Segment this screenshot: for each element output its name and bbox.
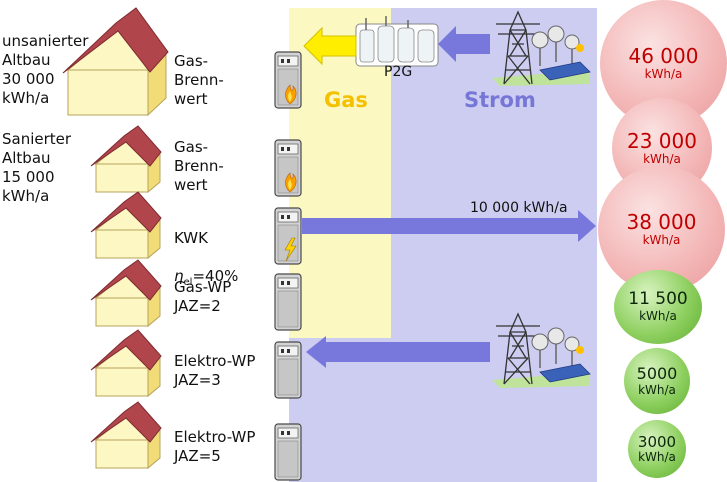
consumption-bubble-6: 3000 kWh/a [628, 420, 686, 478]
house-icon-1 [62, 7, 169, 117]
consumption-value-2: 23 000 [627, 128, 697, 153]
efficiency-symbol: η [174, 267, 184, 285]
chp-unit-icon [274, 207, 302, 265]
consumption-value-6: 3000 [637, 432, 677, 451]
consumption-unit-2: kWh/a [643, 151, 681, 166]
house-icon-6 [90, 401, 162, 470]
strom-band-title: Strom [464, 88, 536, 112]
gas-heat-pump-icon [274, 273, 302, 331]
system-label-2: Gas- Brenn- wert [174, 138, 224, 194]
gas-boiler-icon-1 [274, 51, 302, 109]
system-label-6: Elektro-WP JAZ=5 [174, 428, 256, 465]
consumption-unit-5: kWh/a [638, 382, 676, 397]
power-grid-icon-2 [492, 312, 591, 388]
system-label-5: Elektro-WP JAZ=3 [174, 352, 256, 389]
consumption-value-5: 5000 [636, 364, 678, 383]
efficiency-value: =40% [192, 267, 239, 285]
electric-heat-pump-icon-1 [274, 341, 302, 399]
gas-boiler-icon-2 [274, 139, 302, 197]
consumption-unit-4: kWh/a [639, 309, 677, 324]
consumption-value-1: 46 000 [628, 44, 699, 69]
building-label-1: unsanierter Altbau 30 000 kWh/a [2, 32, 89, 107]
consumption-bubble-5: 5000 kWh/a [624, 348, 690, 414]
strom-to-p2g-arrow [438, 26, 490, 62]
consumption-unit-6: kWh/a [638, 450, 676, 465]
house-icon-3 [90, 191, 162, 260]
consumption-value-4: 11 500 [628, 289, 688, 310]
consumption-unit-1: kWh/a [644, 67, 683, 82]
gas-band-title: Gas [324, 88, 368, 112]
system-label-3: KWK ηel=40% [174, 210, 238, 292]
consumption-bubble-4: 11 500 kWh/a [614, 270, 702, 344]
consumption-value-3: 38 000 [626, 210, 697, 235]
p2g-label: P2G [384, 64, 413, 80]
system-label-3-line1: KWK [174, 229, 208, 247]
strom-band [391, 8, 597, 482]
electric-heat-pump-icon-2 [274, 423, 302, 481]
consumption-unit-3: kWh/a [642, 233, 681, 248]
gas-arrow [303, 26, 357, 66]
house-icon-5 [90, 329, 162, 398]
house-icon-4 [90, 259, 162, 328]
house-icon-2 [90, 125, 162, 194]
kwk-flow-label: 10 000 kWh/a [470, 200, 568, 216]
power-grid-icon-1 [492, 10, 591, 86]
efficiency-subscript: el [183, 277, 193, 288]
building-label-2: Sanierter Altbau 15 000 kWh/a [2, 130, 72, 205]
strom-to-heat-pump-arrow [306, 336, 490, 368]
kwk-electricity-arrow [302, 210, 596, 242]
system-label-4: Gas-WP JAZ=2 [174, 278, 232, 315]
system-label-1: Gas- Brenn- wert [174, 52, 224, 108]
p2g-plant-icon [355, 16, 439, 67]
